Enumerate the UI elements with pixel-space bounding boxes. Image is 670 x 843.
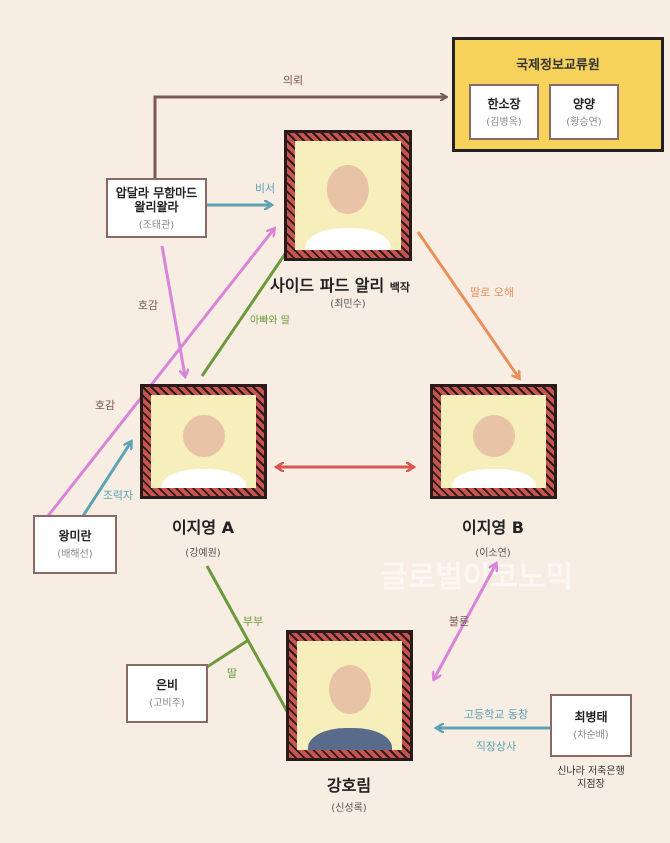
label-misread-daughter: 딸로 오해 [470,286,514,299]
father-daughter-line [200,231,302,377]
helper-line [81,442,131,517]
character-name: 은비 [155,678,179,692]
character-actor: (조태관) [138,219,175,231]
member-actor: (김병옥) [486,116,522,128]
label-father-daughter: 아빠와 딸 [250,315,290,327]
daughter-line [206,639,248,669]
label-affair: 불륜 [448,615,470,628]
label-like: 호감 [94,399,116,412]
character-box-choi: 최병태 (차순배) [550,694,632,757]
label-couple: 부부 [242,615,264,628]
agency-title: 국제정보교류원 [516,58,600,73]
character-actor: (차순배) [573,730,609,741]
character-box-wangmiran: 왕미란 (배해선) [33,515,117,574]
label-request: 의뢰 [282,74,304,87]
affair-line [434,564,496,679]
character-box-eunbi: 은비 (고비주) [126,664,208,723]
character-actor: (고비주) [149,698,185,709]
character-name: 최병태 [574,710,608,724]
like-line-left [46,229,274,517]
main-character-actor: (최민수) [330,299,366,310]
character-actor: (배해선) [57,549,93,560]
choi-caption: 신나라 저축은행 [557,766,625,777]
label-secretary: 비서 [254,182,276,195]
main-character-name: 사이드 파드 알리 백작 [269,276,411,295]
couple-line [205,565,290,714]
character-name: 왕미란 [58,529,92,543]
main-character-name: 이지영 B [462,518,524,537]
label-helper: 조력자 [102,489,134,502]
agency-group: 국제정보교류원 한소장 (김병옥) 양양 (황승연) [452,37,664,152]
agency-member-box: 한소장 (김병옥) [469,84,539,140]
portrait-ali [284,130,412,261]
member-actor: (황승연) [566,116,602,128]
main-character-actor: (이소연) [475,548,511,559]
agency-member-box: 양양 (황승연) [549,84,619,140]
choi-caption: 지점장 [577,779,605,790]
label-boss: 직장상사 [475,740,517,753]
like-line-upper [160,245,185,376]
label-like: 호감 [137,299,159,312]
portrait-jiyoung-a [140,384,267,499]
member-name: 한소장 [487,96,521,111]
label-daughter: 딸 [226,667,238,680]
member-name: 양양 [572,96,596,111]
main-character-name: 이지영 A [171,518,235,537]
misread-line [416,231,519,378]
character-box-abdallah: 압달라 무함마드 왈리왈라 (조태관) [106,178,207,238]
character-name: 압달라 무함마드 [115,185,198,200]
character-name: 왈리왈라 [134,199,179,214]
portrait-jiyoung-b [430,384,557,499]
main-character-actor: (강예원) [185,548,221,559]
request-line [153,97,446,178]
main-character-name: 강호림 [326,776,372,795]
label-classmate: 고등학교 동창 [463,708,529,721]
portrait-kanghorim [286,630,413,761]
main-character-actor: (신성록) [331,803,367,814]
